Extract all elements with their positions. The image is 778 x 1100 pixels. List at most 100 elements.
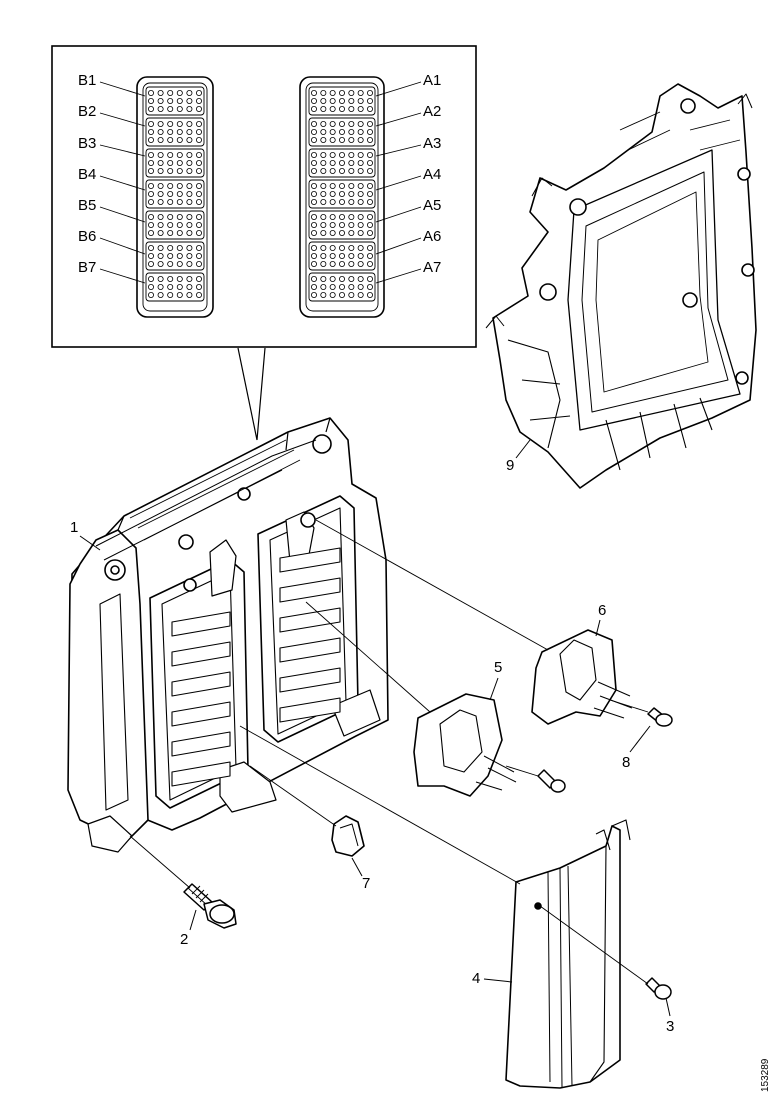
pin-contact	[176, 213, 183, 220]
pin-contact	[147, 151, 154, 158]
pin-contact	[320, 182, 327, 189]
pin-contact	[157, 151, 164, 158]
pin-contact	[329, 291, 336, 298]
pin-contact	[176, 106, 183, 113]
pin-contact	[348, 121, 355, 128]
pin-contact	[186, 190, 193, 197]
pin-contact	[167, 167, 174, 174]
pin-contact	[167, 252, 174, 259]
pin-contact	[310, 213, 317, 220]
pin-contact	[320, 190, 327, 197]
pin-contact	[167, 275, 174, 282]
pin-contact	[147, 159, 154, 166]
pin-contact	[329, 213, 336, 220]
pin-contact	[310, 98, 317, 105]
connector-cover-part-6	[531, 629, 633, 725]
pin-contact	[147, 291, 154, 298]
pin-contact	[176, 190, 183, 197]
pin-contact	[329, 106, 336, 113]
pin-contact	[167, 128, 174, 135]
pin-contact	[186, 136, 193, 143]
pin-contact	[338, 213, 345, 220]
pin-contact	[320, 244, 327, 251]
pin-contact	[338, 221, 345, 228]
pin-contact	[147, 121, 154, 128]
connector-rib	[279, 607, 341, 633]
pin-contact	[357, 291, 364, 298]
pin-contact	[329, 244, 336, 251]
pin-contact	[329, 260, 336, 267]
pin-contact	[147, 283, 154, 290]
pin-contact	[167, 151, 174, 158]
connector-a-labels: A1 A2 A3 A4 A5 A6 A7	[375, 72, 441, 284]
pin-contact	[310, 229, 317, 236]
pin-contact	[366, 229, 373, 236]
pin-contact	[147, 229, 154, 236]
bolt-part-2	[183, 883, 237, 929]
pin-contact	[167, 98, 174, 105]
pin-contact	[310, 260, 317, 267]
pin-contact	[329, 229, 336, 236]
pin-contact	[167, 244, 174, 251]
pin-contact	[186, 182, 193, 189]
pin-contact	[186, 159, 193, 166]
pin-label-a2: A2	[423, 103, 441, 120]
pin-label-a1: A1	[423, 72, 441, 89]
pin-contact	[157, 121, 164, 128]
pin-contact	[366, 260, 373, 267]
pin-contact	[320, 229, 327, 236]
pin-contact	[357, 128, 364, 135]
pin-contact	[329, 198, 336, 205]
connector-b-row	[145, 272, 205, 302]
clip-part-7	[331, 815, 365, 857]
pin-contact	[357, 260, 364, 267]
pin-contact	[157, 283, 164, 290]
pin-contact	[176, 136, 183, 143]
pin-contact	[320, 260, 327, 267]
pin-contact	[195, 121, 202, 128]
pin-label-a4: A4	[423, 166, 441, 183]
pin-contact	[167, 159, 174, 166]
pin-contact	[348, 128, 355, 135]
pin-contact	[329, 167, 336, 174]
pin-contact	[310, 244, 317, 251]
pin-contact	[147, 128, 154, 135]
bracket-part-4	[505, 819, 631, 1089]
pin-contact	[195, 244, 202, 251]
pin-contact	[366, 221, 373, 228]
pin-contact	[338, 252, 345, 259]
pin-contact	[329, 275, 336, 282]
pin-contact	[320, 167, 327, 174]
pin-contact	[195, 190, 202, 197]
pin-contact	[338, 190, 345, 197]
pin-contact	[157, 167, 164, 174]
connector-rib	[171, 701, 231, 727]
pin-contact	[348, 182, 355, 189]
pin-contact	[338, 229, 345, 236]
pin-contact	[366, 244, 373, 251]
pin-contact	[338, 128, 345, 135]
pin-contact	[157, 221, 164, 228]
pin-label-b2: B2	[78, 103, 96, 120]
pin-contact	[195, 106, 202, 113]
pin-contact	[195, 283, 202, 290]
pin-contact	[310, 198, 317, 205]
pin-label-a6: A6	[423, 228, 441, 245]
pin-contact	[357, 182, 364, 189]
pin-contact	[320, 283, 327, 290]
pin-contact	[147, 167, 154, 174]
pin-label-b1: B1	[78, 72, 96, 89]
pin-contact	[348, 275, 355, 282]
pin-contact	[195, 260, 202, 267]
pin-contact	[176, 159, 183, 166]
pin-contact	[348, 159, 355, 166]
pin-contact	[310, 190, 317, 197]
pin-contact	[186, 252, 193, 259]
pin-contact	[310, 167, 317, 174]
connector-block-b	[136, 76, 214, 318]
pin-contact	[310, 106, 317, 113]
pin-contact	[357, 283, 364, 290]
pin-contact	[320, 221, 327, 228]
pin-contact	[195, 221, 202, 228]
